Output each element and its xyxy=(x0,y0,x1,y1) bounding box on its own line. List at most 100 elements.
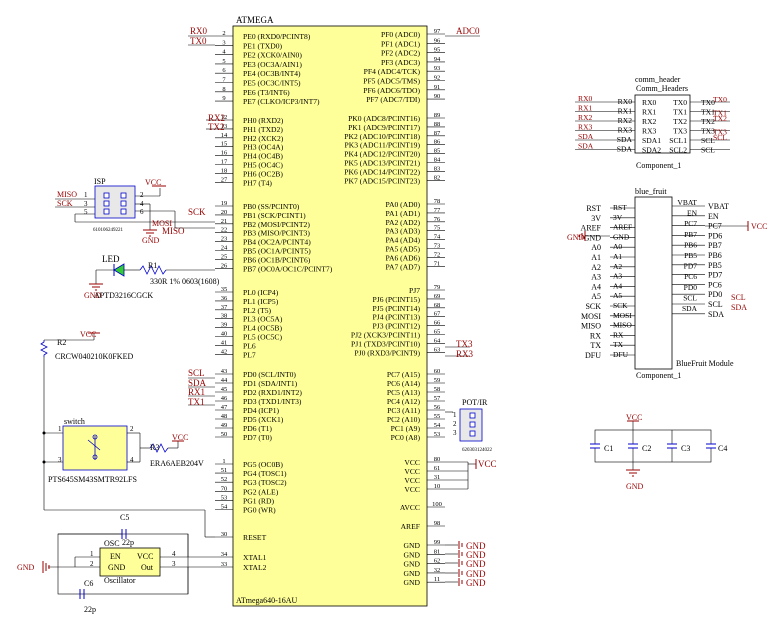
bf-pin-right-outer: PB7 xyxy=(708,241,722,250)
mcu-pin-name: PA0 (AD0) xyxy=(385,200,420,209)
bf-pin-left-inner: A3 xyxy=(613,272,622,281)
mcu-pin-name: PL6 xyxy=(243,341,256,350)
comm-component: Component_1 xyxy=(636,161,681,170)
bf-pin-right-inner: SDA xyxy=(682,304,698,313)
mcu-pin-name: PE2 (XCK0/AIN0) xyxy=(243,51,302,60)
mcu-pin-name: PK1 (ADC9/PCINT17) xyxy=(348,123,420,132)
mcu-pin-number: 23 xyxy=(221,236,228,243)
mcu-pin-name: PE6 (T3/INT6) xyxy=(243,88,290,97)
comm-pin-left: RX0 xyxy=(642,98,657,107)
mcu-pin-number: 96 xyxy=(434,37,441,44)
mcu-pin-name: PK0 (ADC8/PCINT16) xyxy=(348,114,420,123)
mcu-pin-number: 59 xyxy=(434,377,441,384)
mcu-pin-number: 16 xyxy=(221,150,228,157)
mcu-pin-name: PK7 (ADC15/PCINT23) xyxy=(344,176,420,185)
switch-pin1: 1 xyxy=(58,425,62,433)
mcu-pin-number: 94 xyxy=(434,56,441,63)
isp-net-gnd: GND xyxy=(142,236,160,245)
led-diode-icon xyxy=(113,263,125,277)
mcu-pin-name: PJ3 (PCINT12) xyxy=(373,322,421,331)
bf-pin-left-inner: MOSI xyxy=(613,311,632,320)
osc-en: EN xyxy=(110,552,121,561)
mcu-pin-number: 69 xyxy=(434,293,441,300)
comm-pin-right-ext: SCL xyxy=(701,146,715,155)
mcu-pin-number: 83 xyxy=(434,165,441,172)
comm-pin-left-ext: RX3 xyxy=(618,126,633,135)
mcu-pin-number: 98 xyxy=(434,520,441,527)
bf-pin-right-inner: PB5 xyxy=(684,251,697,260)
mcu-pin-number: 66 xyxy=(434,320,441,327)
bf-pin-right-outer: PB6 xyxy=(708,251,722,260)
bf-pin-left-inner: GND xyxy=(613,232,630,241)
mcu-pin-name: PC2 (A10) xyxy=(387,415,421,424)
bf-pin-right-inner: PC7 xyxy=(684,219,697,228)
mcu-pin-name: VCC xyxy=(404,476,420,485)
mcu-pin-name: PA4 (AD4) xyxy=(385,236,420,245)
comm-pin-right-ext: TX0 xyxy=(701,98,715,107)
mcu-pin-number: 72 xyxy=(434,251,441,258)
mcu-pin-name: PD7 (T0) xyxy=(243,433,272,442)
comm-net-right: TX2 xyxy=(713,114,727,123)
mcu-pin-name: PJ1 (TXD3/PCINT10) xyxy=(351,339,420,348)
pot-part: 620303124022 xyxy=(462,448,493,453)
mcu-pin-number: 3 xyxy=(222,39,225,46)
mcu-pin-number: 11 xyxy=(434,576,440,583)
comm-pin-left-ext: RX2 xyxy=(618,116,633,125)
mcu-pin-number: 80 xyxy=(434,456,441,463)
mcu-pin-number: 46 xyxy=(221,395,228,402)
mcu-pin-name: PA6 (AD6) xyxy=(385,253,420,262)
mcu-pin-name: PH0 (RXD2) xyxy=(243,116,284,125)
comm-pin-right: TX3 xyxy=(673,127,687,136)
mcu-pin-number: 26 xyxy=(221,262,228,269)
net-label-rx0: RX0 xyxy=(190,26,208,36)
r1-name: R1 xyxy=(148,261,157,270)
pot-ir-connector: POT/IR 1 2 3 620303124022 xyxy=(445,398,493,453)
bf-pin-right-outer: PD0 xyxy=(708,290,722,299)
bf-pin-left-outer: RST xyxy=(586,204,601,213)
mcu-pin-number: 22 xyxy=(221,227,228,234)
isp-net-sck: SCK xyxy=(57,199,73,208)
mcu-pin-number: 9 xyxy=(222,95,225,102)
mcu-pin-name: PB1 (SCK/PCINT1) xyxy=(243,211,306,220)
isp-net-vcc: VCC xyxy=(145,178,161,187)
mcu-pin-number: 93 xyxy=(434,65,441,72)
mcu-pin-name: AVCC xyxy=(400,503,420,512)
bf-pin-left-outer: MISO xyxy=(581,322,601,331)
mcu-pin-number: 47 xyxy=(221,404,228,411)
mcu-pin-name: PD6 (T1) xyxy=(243,424,272,433)
bf-pin-left-outer: RX xyxy=(590,331,601,340)
mcu-part: ATmega640-16AU xyxy=(236,596,298,605)
isp-pin-1: 1 xyxy=(84,191,88,199)
mcu-pin-name: PD0 (SCL/INT0) xyxy=(243,370,296,379)
bf-pin-left-inner: A4 xyxy=(613,281,622,290)
mcu-pin-number: 44 xyxy=(221,377,228,384)
mcu-left-nets: RX0 TX0 RX2 TX2 SCK MISO SCL SDA RX1 TX1 xyxy=(162,26,225,407)
bf-pin-left-inner: SCK xyxy=(613,301,628,310)
c4-name: C4 xyxy=(718,444,727,453)
mcu-pin-number: 54 xyxy=(434,422,441,429)
bf-pin-left-outer: SCK xyxy=(585,302,601,311)
comm-pin-right: SCL1 xyxy=(669,136,687,145)
mcu-pin-number: 85 xyxy=(434,148,441,155)
bf-pin-left-inner: MISO xyxy=(613,321,632,330)
mcu-pin-number: 48 xyxy=(221,413,228,420)
bf-pin-right-outer: PB5 xyxy=(708,261,722,270)
osc-out: Out xyxy=(141,563,154,572)
isp-pin-5: 5 xyxy=(84,208,88,216)
mcu-pin-number: 87 xyxy=(434,130,441,137)
mcu-pin-name: PA7 (AD7) xyxy=(385,262,420,271)
mcu-pin-name: PG1 (RD) xyxy=(243,496,274,505)
mcu-pin-name: PL1 (ICP5) xyxy=(243,297,279,306)
mcu-pin-name: PB4 (OC2A/PCINT4) xyxy=(243,238,311,247)
mcu-pin-number: 70 xyxy=(221,485,228,492)
mcu-pin-name: PL5 (OC5C) xyxy=(243,333,282,342)
bf-pin-left-outer: A5 xyxy=(591,292,601,301)
comm-net-left: SDA xyxy=(578,142,594,151)
mcu-pin-number: 30 xyxy=(221,531,228,538)
isp-net-miso: MISO xyxy=(57,190,77,199)
mcu-pin-name: PE0 (RXD0/PCINT8) xyxy=(243,32,311,41)
mcu-pin-name: PD2 (RXD1/INT2) xyxy=(243,388,302,397)
bf-pin-right-inner: PC6 xyxy=(684,272,697,281)
